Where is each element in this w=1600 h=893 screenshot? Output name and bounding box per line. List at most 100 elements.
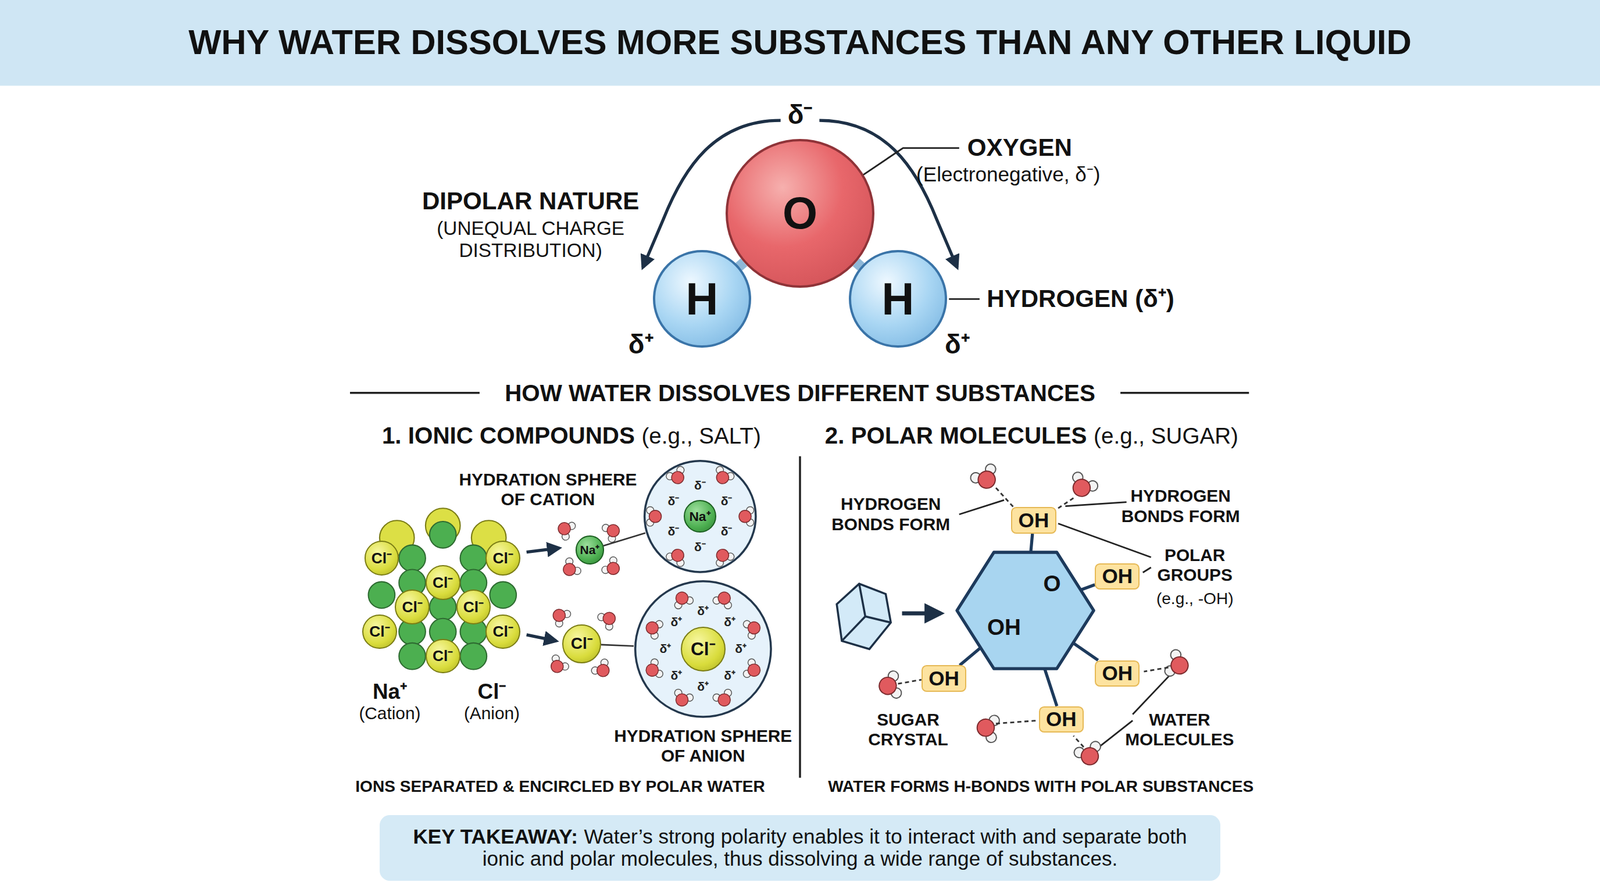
label-group: WATER MOLECULES [1118, 709, 1242, 750]
label-group: OXYGEN [967, 133, 1073, 162]
node-text: Cl⁻ [401, 598, 423, 616]
node-text: δ⁻ [667, 494, 680, 508]
node-text: δ⁺ [723, 615, 736, 630]
water-molecule [711, 465, 736, 488]
label-text: OXYGEN [967, 133, 1073, 162]
hydrogen-bonds [1073, 736, 1084, 748]
sugar-ring: OOH [956, 552, 1094, 669]
node-text: Na⁺ [688, 509, 711, 524]
label-group: HOW WATER DISSOLVES DIFFERENT SUBSTANCES [496, 379, 1104, 407]
node-text: δ⁻ [694, 479, 706, 493]
dissolve-arrows [526, 548, 560, 553]
node-text: OH [1018, 509, 1050, 532]
node-text: δ⁻ [694, 540, 706, 554]
free-water-molecules [1065, 470, 1100, 503]
label-text: δ⁺ [944, 329, 970, 360]
section-rules [1120, 391, 1249, 395]
leader-lines [959, 500, 1005, 515]
hydrogen-bonds [897, 679, 921, 684]
salt-crystal-back [379, 508, 507, 556]
hydrogen-bonds [1055, 498, 1074, 511]
takeaway-box: KEY TAKEAWAY:Water’s strong polarity ena… [379, 815, 1221, 881]
chloride-ion: Cl⁻ [456, 589, 492, 625]
node-text: δ⁻ [720, 525, 733, 539]
sugar-crystal [836, 583, 891, 649]
label-text: HYDRATION SPHERE OF CATION [458, 469, 637, 509]
hydroxyl-group: OH [1094, 660, 1140, 688]
label-group: (Electronegative, δ⁻) [916, 162, 1100, 187]
label-group: Cl⁻ [477, 679, 507, 705]
sodium-ion: Na⁺ [683, 500, 717, 533]
dissolve-arrows [902, 611, 942, 616]
dissolve-arrows [526, 634, 557, 642]
leader-lines [948, 298, 980, 300]
label-group: WATER FORMS H-BONDS WITH POLAR SUBSTANCE… [827, 777, 1254, 796]
connector [959, 647, 981, 666]
label-group: SUGAR CRYSTAL [852, 709, 965, 750]
label-text: HOW WATER DISSOLVES DIFFERENT SUBSTANCES [504, 379, 1096, 407]
title-text: WHY WATER DISSOLVES MORE SUBSTANCES THAN… [188, 22, 1412, 63]
water-molecule [646, 506, 662, 527]
label-group: 1. IONIC COMPOUNDS(e.g., SALT) [381, 422, 762, 449]
sugar-crystal [841, 616, 866, 641]
label-text: DIPOLAR NATURE [422, 187, 640, 215]
chloride-ion: Cl⁻ [364, 540, 400, 576]
connector [601, 644, 634, 646]
connector [603, 533, 646, 546]
label-text: 1. IONIC COMPOUNDS [381, 422, 635, 449]
node-text: Cl⁻ [493, 623, 514, 641]
node-text: OH [1102, 565, 1134, 588]
hydrogen-atom: H [848, 250, 947, 348]
connector [1030, 533, 1033, 553]
node-text: Cl⁻ [371, 550, 392, 567]
label-group: (Anion) [463, 703, 520, 724]
label-group: (UNEQUAL CHARGE DISTRIBUTION) [433, 217, 628, 263]
takeaway-text: Water’s strong polarity enables it to in… [482, 825, 1188, 871]
salt-crystal-sodium [368, 581, 396, 609]
label-text: (UNEQUAL CHARGE DISTRIBUTION) [436, 217, 625, 262]
label-text: δ⁺ [628, 329, 654, 360]
free-water-molecules [595, 606, 620, 632]
chloride-ion: Cl⁻ [425, 638, 461, 674]
hydrogen-bonds [1143, 667, 1169, 672]
free-water-molecules [600, 519, 624, 544]
node-text: δ⁺ [697, 604, 709, 619]
node-text: OH [928, 667, 960, 691]
oxygen-atom: O [725, 138, 875, 288]
free-water-molecules [975, 712, 1001, 744]
free-water-molecules [554, 516, 577, 542]
node-text: Cl⁻ [463, 598, 484, 616]
node-text: Cl⁻ [369, 623, 390, 641]
water-molecule [741, 616, 764, 641]
free-water-molecules [876, 670, 903, 702]
hydrogen-bonds [995, 720, 1038, 724]
leader-lines [1058, 523, 1152, 558]
free-water-molecules [558, 556, 582, 581]
hydroxyl-group: OH [1094, 563, 1140, 591]
chloride-ion: Cl⁻ [485, 614, 521, 650]
water-molecule [711, 544, 736, 568]
label-text: WATER FORMS H-BONDS WITH POLAR SUBSTANCE… [827, 777, 1254, 796]
free-water-molecules [1072, 740, 1106, 770]
label-text: (Electronegative, δ⁻) [916, 162, 1100, 186]
node-text: Cl⁻ [570, 634, 593, 653]
label-group: HYDROGEN BONDS FORM [824, 494, 957, 535]
water-molecule [664, 465, 689, 488]
chloride-ion: Cl⁻ [680, 626, 726, 672]
label-text: HYDROGEN (δ⁺) [986, 284, 1175, 313]
label-text: SUGAR CRYSTAL [868, 709, 949, 749]
label-text: δ⁻ [787, 100, 813, 130]
node-text: δ⁻ [667, 525, 680, 539]
salt-crystal-sodium [398, 643, 426, 670]
label-group: Na⁺ [372, 679, 407, 705]
node-text: δ⁺ [734, 642, 747, 656]
label-group: δ⁺ [628, 329, 654, 360]
label-group: HYDRATION SPHERE OF ANION [611, 726, 795, 767]
free-water-molecules [545, 653, 571, 678]
sphere-outline [635, 581, 771, 717]
section-rules [350, 391, 480, 395]
chloride-ion: Cl⁻ [394, 589, 430, 625]
ring-outline [956, 552, 1094, 669]
label-text: Na⁺ [372, 679, 407, 704]
